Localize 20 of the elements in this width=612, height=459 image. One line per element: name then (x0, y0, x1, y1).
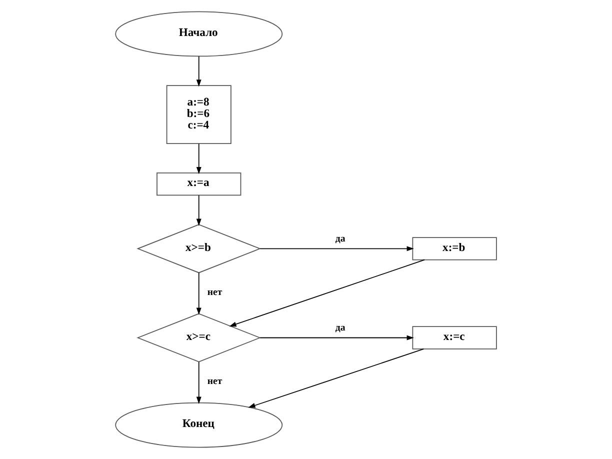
edge-label: нет (207, 376, 222, 387)
node-box: a:=8 b:=6 c:=4 (166, 85, 232, 144)
arrow (196, 194, 202, 226)
arrow (196, 56, 202, 87)
arrow (260, 335, 414, 340)
arrow (196, 272, 202, 315)
arrow (229, 259, 425, 327)
node-ellipse: Начало (115, 11, 283, 57)
node-box: x:=a (156, 172, 242, 196)
arrow (260, 246, 414, 252)
edge-label: да (335, 322, 346, 334)
node-box: x:=b (412, 237, 497, 260)
arrow (196, 143, 202, 174)
node-diamond: x>=c (136, 313, 262, 362)
edge-label: да (335, 233, 346, 244)
arrow (248, 348, 424, 408)
arrow (196, 362, 202, 404)
edge-label: нет (207, 286, 222, 298)
node-box: x:=c (412, 326, 497, 350)
node-diamond: x>=b (136, 224, 262, 274)
